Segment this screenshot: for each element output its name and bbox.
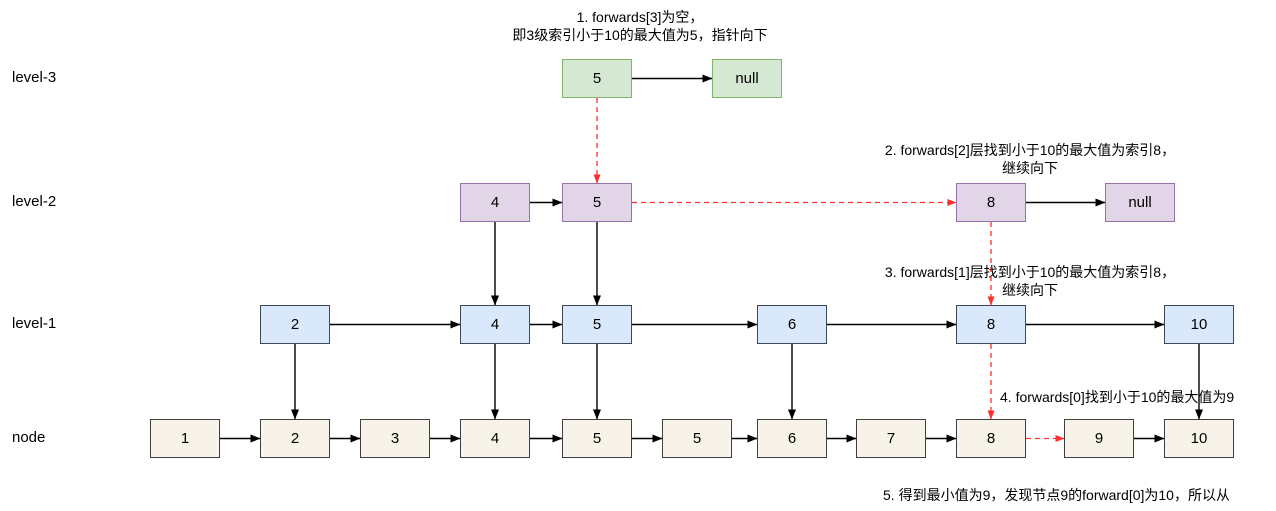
annotation-step1-line2: 即3级索引小于10的最大值为5，指针向下 (512, 27, 768, 43)
node-box-5: 5 (562, 419, 632, 458)
annotation-step1: 1. forwards[3]为空， 即3级索引小于10的最大值为5，指针向下 (430, 8, 850, 44)
annotation-step2-line1: 2. forwards[2]层找到小于10的最大值为索引8， (884, 142, 1176, 158)
level-2-box-null: null (1105, 183, 1175, 222)
row-label-level-2: level-2 (12, 193, 57, 210)
annotation-step5: 5. 得到最小值为9，发现节点9的forward[0]为10，所以从 (883, 486, 1230, 504)
level-3-box-null: null (712, 59, 782, 98)
level-1-box-8: 8 (956, 305, 1026, 344)
annotation-step4-line1: 4. forwards[0]找到小于10的最大值为9 (1000, 389, 1235, 405)
node-box-10: 10 (1164, 419, 1234, 458)
node-box-2: 2 (260, 419, 330, 458)
level-3-box-5: 5 (562, 59, 632, 98)
annotation-step2: 2. forwards[2]层找到小于10的最大值为索引8， 继续向下 (822, 141, 1238, 177)
node-box-8: 8 (956, 419, 1026, 458)
row-label-level-3: level-3 (12, 69, 57, 86)
node-box-4: 4 (460, 419, 530, 458)
annotation-step2-line2: 继续向下 (1002, 160, 1058, 176)
annotation-step3-line1: 3. forwards[1]层找到小于10的最大值为索引8， (884, 264, 1176, 280)
node-box-7: 7 (856, 419, 926, 458)
annotation-step3: 3. forwards[1]层找到小于10的最大值为索引8， 继续向下 (822, 263, 1238, 299)
row-label-node: node (12, 429, 46, 446)
level-2-box-4: 4 (460, 183, 530, 222)
level-1-box-4: 4 (460, 305, 530, 344)
level-2-box-5: 5 (562, 183, 632, 222)
level-1-box-6: 6 (757, 305, 827, 344)
node-box-5: 5 (662, 419, 732, 458)
level-1-box-10: 10 (1164, 305, 1234, 344)
annotation-step5-line1: 5. 得到最小值为9，发现节点9的forward[0]为10，所以从 (883, 487, 1230, 503)
level-1-box-5: 5 (562, 305, 632, 344)
node-box-1: 1 (150, 419, 220, 458)
row-label-level-1: level-1 (12, 315, 57, 332)
annotation-step1-line1: 1. forwards[3]为空， (576, 9, 704, 25)
level-1-box-2: 2 (260, 305, 330, 344)
node-box-6: 6 (757, 419, 827, 458)
annotation-step4: 4. forwards[0]找到小于10的最大值为9 (1000, 388, 1234, 406)
node-box-3: 3 (360, 419, 430, 458)
node-box-9: 9 (1064, 419, 1134, 458)
level-2-box-8: 8 (956, 183, 1026, 222)
annotation-step3-line2: 继续向下 (1002, 282, 1058, 298)
